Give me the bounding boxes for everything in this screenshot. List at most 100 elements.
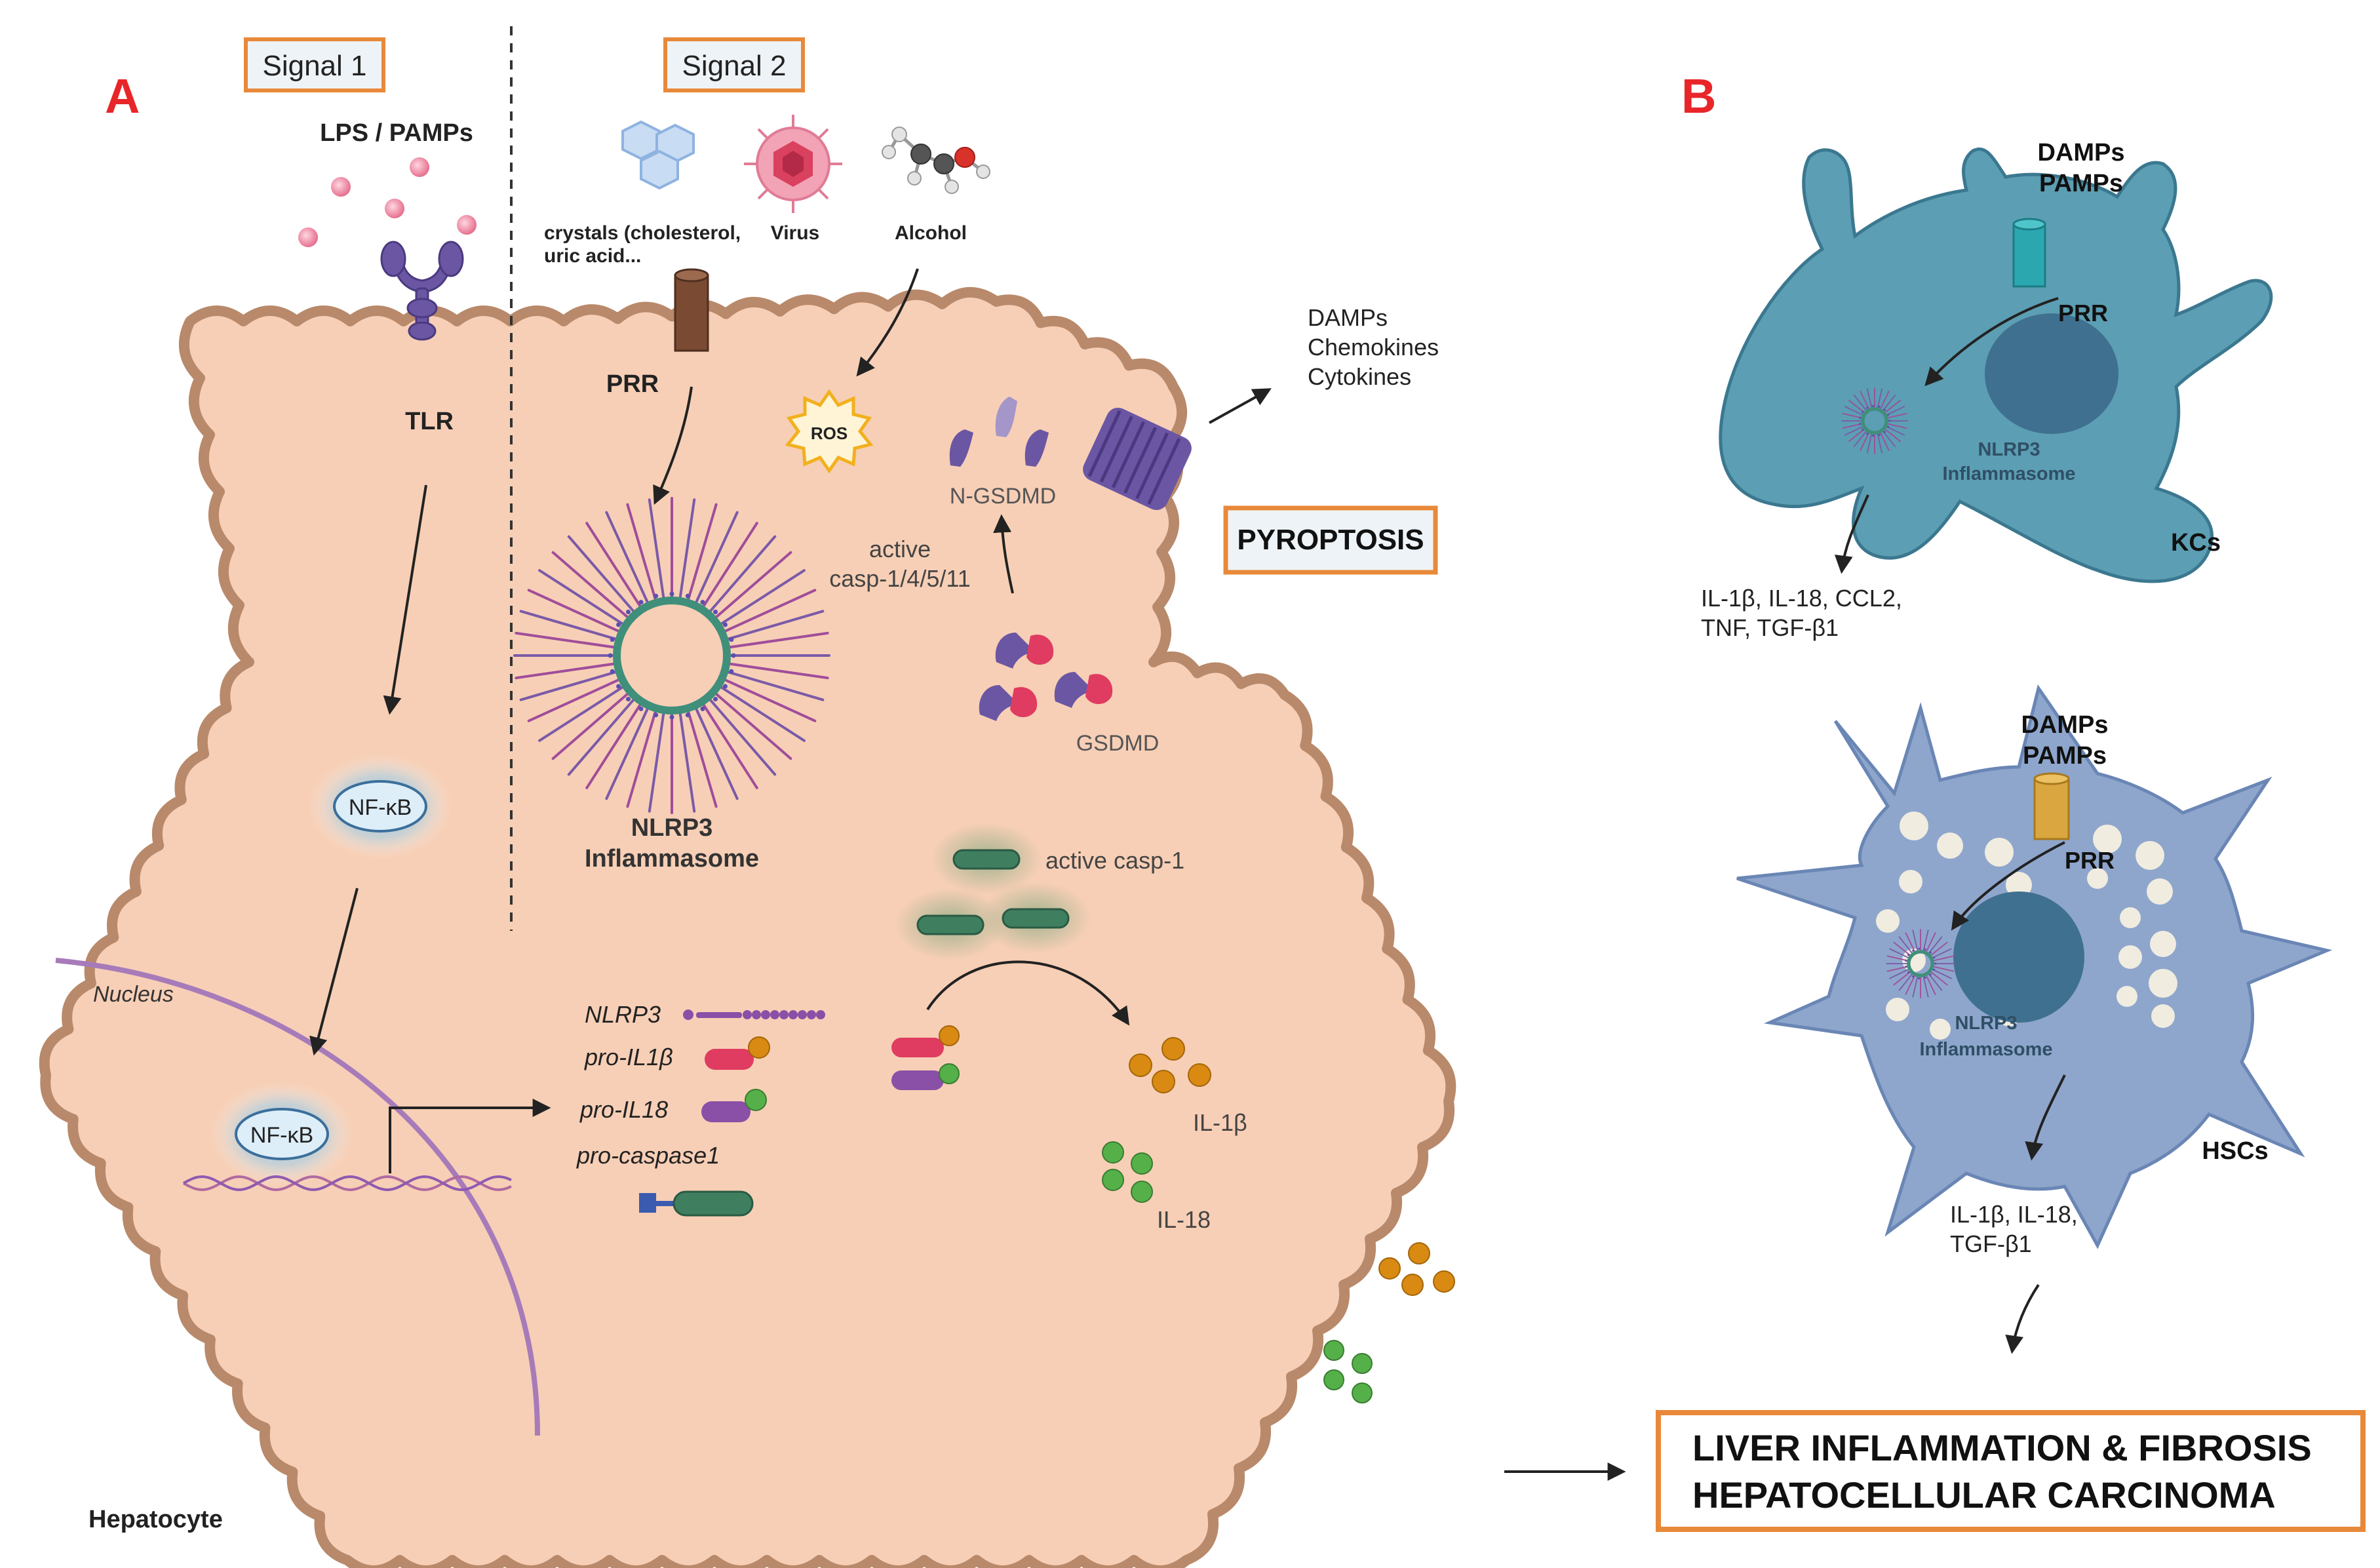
nlrp3-bead [816,1010,825,1019]
crystals-label-line2: uric acid... [544,245,641,267]
inflammasome-dot [1887,414,1890,416]
nfkb-bottom-label: NF-κB [250,1123,313,1148]
inflammasome-dot [1924,948,1926,951]
inflammasome-spoke [515,631,616,649]
il1b-label: IL-1β [1193,1109,1247,1136]
active-casp-label-line1: active [869,536,931,562]
inflammasome-spoke [1842,413,1863,419]
inflammasome-spoke [1884,428,1902,442]
inflammasome-spoke [1848,399,1865,414]
prr-channel-icon [674,268,709,352]
inflammasome-spoke [585,522,642,608]
nlrp3-inflammasome-label-line1: NLRP3 [631,814,713,842]
gsdmd-domain-n [979,685,1019,721]
inflammasome-spoke [1928,973,1943,991]
inflammasome-spoke [726,670,825,701]
inflammasome-dot [1872,435,1875,437]
inflammasome-dot [1872,404,1875,407]
dna-strand [183,1175,512,1192]
nlrp3-protein-icon [683,1009,825,1020]
inflammasome-dot [654,593,659,598]
alcohol-label: Alcohol [895,222,967,244]
inflammasome-dot [1905,966,1907,968]
pro-caspase1-protein-icon [639,1190,754,1217]
release-chemokines: Chemokines [1308,334,1439,361]
inflammasome-spoke [1932,948,1952,959]
inflammasome-spoke [1842,423,1863,429]
inflammasome-spoke [728,662,829,680]
inflammasome-dot [1907,971,1910,973]
inflammasome-spoke [1912,975,1919,998]
inflammasome-spoke [1889,968,1909,979]
inflammasome-dot [1918,947,1921,950]
inflammasome-dot [669,591,674,597]
inflammasome-dot [1859,416,1862,419]
inflammasome-spoke [538,569,625,626]
nlrp3-bead [807,1010,816,1019]
inflammasome-spoke [527,589,621,633]
inflammasome-spoke [714,551,792,619]
release-cytokines: Cytokines [1308,363,1411,390]
inflammasome-spoke [1844,425,1863,436]
active-casp1-icon [895,823,1091,960]
gsdmd-domain-c [1010,687,1038,718]
inflammasome-spoke [714,692,792,760]
inflammasome-dot [654,713,659,718]
kc-outputs-line2: TNF, TGF-β1 [1701,614,1839,641]
inflammasome-spoke [686,503,718,602]
inflammasome-spoke [1905,975,1916,995]
kc-nlrp3-label-line2: Inflammasome [1942,463,2075,484]
inflammasome-dot [1878,434,1881,437]
inflammasome-spoke [719,685,806,742]
kc-pamps-label: PAMPs [2039,170,2123,197]
inflammasome-dot [729,669,734,674]
inflammasome-spoke [1898,936,1913,954]
nlrp3-bead [761,1010,770,1019]
ros-burst-icon: ROS [785,389,874,474]
inflammasome-spoke [726,610,825,641]
signal1-label: Signal 1 [262,50,366,82]
il18-dots [1102,1141,1153,1203]
hsc-damps-label: DAMPs [2021,711,2108,739]
inflammasome-spoke [1893,971,1911,986]
inflammasome-dot [1888,420,1891,422]
inflammasome-spoke [694,511,739,604]
inflammasome-spoke [1905,932,1916,952]
active-casp1-label: active casp-1 [1045,847,1184,874]
hsc-prr-icon [2033,772,2070,840]
inflammasome-spoke [519,670,618,701]
inflammasome-dot [685,593,690,598]
kc-nucleus [1985,313,2118,434]
dna-strand [183,1175,512,1192]
inflammasome-spoke [719,569,806,626]
panel-b: B DAMPs PAMPs PRR NLRP3 Inflammasome KCs… [1656,69,2366,1532]
inflammasome-dot [1907,954,1910,956]
nlrp3-bead [743,1010,752,1019]
inflammasome-spoke [519,610,618,641]
inflammasome-dot [700,600,705,605]
inflammasome-dot [713,697,718,701]
inflammasome-spoke [701,522,758,608]
inflammasome-dot [1866,433,1869,435]
gene-pro-il1b: pro-IL1β [584,1044,673,1070]
kc-outputs-line1: IL-1β, IL-18, CCL2, [1701,585,1902,612]
nfkb-top-icon: NF-κB [308,754,452,859]
inflammasome-spoke [1877,388,1883,409]
inflammasome-dot [1918,977,1921,980]
inflammasome-dot [616,684,621,689]
inflammasome-spoke [1889,948,1909,959]
inflammasome-dot [610,637,615,642]
inflammasome-spoke [605,707,650,800]
gene-nlrp3: NLRP3 [585,1001,661,1028]
inflammasome-spoke [1886,413,1907,419]
inflammasome-dot [610,669,615,674]
inflammasome-spoke [527,678,621,722]
inflammasome-spoke [1930,971,1948,986]
inflammasome-dot [1912,975,1915,978]
inflammasome-dot [1905,959,1907,962]
inflammasome-spoke [538,685,625,742]
nfkb-bottom-icon: NF-κB [210,1082,354,1186]
gsdmd-label: GSDMD [1076,731,1160,756]
kc-cell-label: KCs [2171,529,2221,557]
